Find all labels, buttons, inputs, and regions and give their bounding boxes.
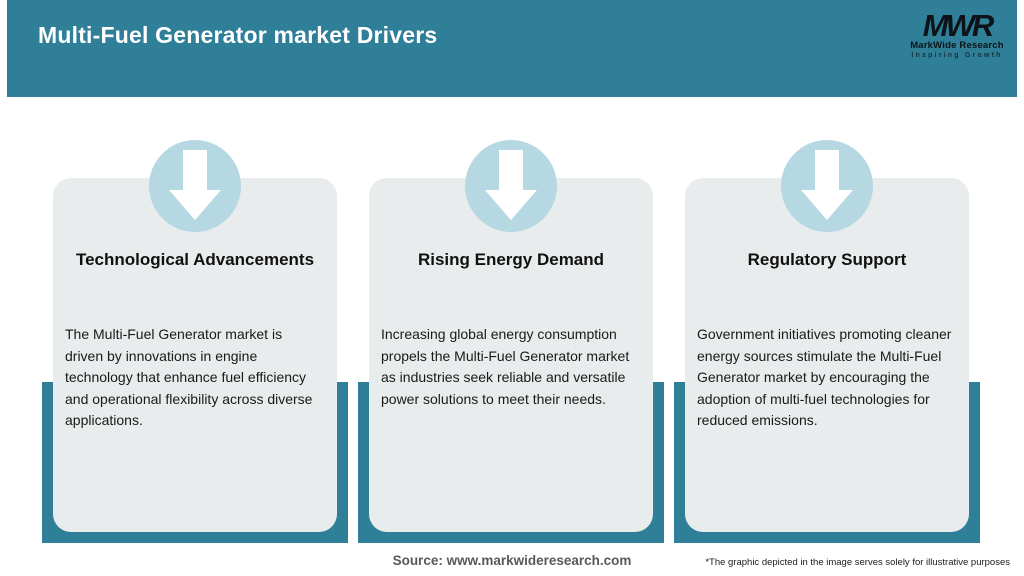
header-bar: Multi-Fuel Generator market Drivers MWR … (7, 0, 1017, 97)
card-title: Technological Advancements (75, 250, 315, 269)
down-arrow-glyph (169, 150, 221, 220)
driver-card-group: Regulatory Support Government initiative… (674, 140, 980, 543)
card-body-text: Government initiatives promoting cleaner… (697, 326, 952, 428)
source-credit: Source: www.markwideresearch.com (392, 553, 632, 568)
disclaimer-note: *The graphic depicted in the image serve… (705, 557, 1010, 568)
down-arrow-glyph (801, 150, 853, 220)
driver-card: Technological Advancements The Multi-Fue… (53, 178, 337, 532)
down-arrow-glyph (485, 150, 537, 220)
card-body-text: Increasing global energy consumption pro… (381, 326, 630, 407)
driver-card-group: Rising Energy Demand Increasing global e… (358, 140, 664, 543)
page-title: Multi-Fuel Generator market Drivers (38, 22, 438, 48)
markwide-research-logo: MWR MarkWide Research Inspiring Growth (907, 8, 1007, 60)
down-arrow-icon (465, 140, 557, 232)
card-title: Rising Energy Demand (417, 250, 605, 269)
card-body-text: The Multi-Fuel Generator market is drive… (65, 326, 313, 428)
down-arrow-icon (149, 140, 241, 232)
card-title: Regulatory Support (747, 250, 907, 269)
driver-card: Rising Energy Demand Increasing global e… (369, 178, 653, 532)
driver-card-group: Technological Advancements The Multi-Fue… (42, 140, 348, 543)
driver-card: Regulatory Support Government initiative… (685, 178, 969, 532)
logo-tagline: Inspiring Growth (911, 52, 1003, 59)
logo-name: MarkWide Research (910, 40, 1004, 51)
logo-monogram: MWR (922, 8, 994, 43)
down-arrow-icon (781, 140, 873, 232)
